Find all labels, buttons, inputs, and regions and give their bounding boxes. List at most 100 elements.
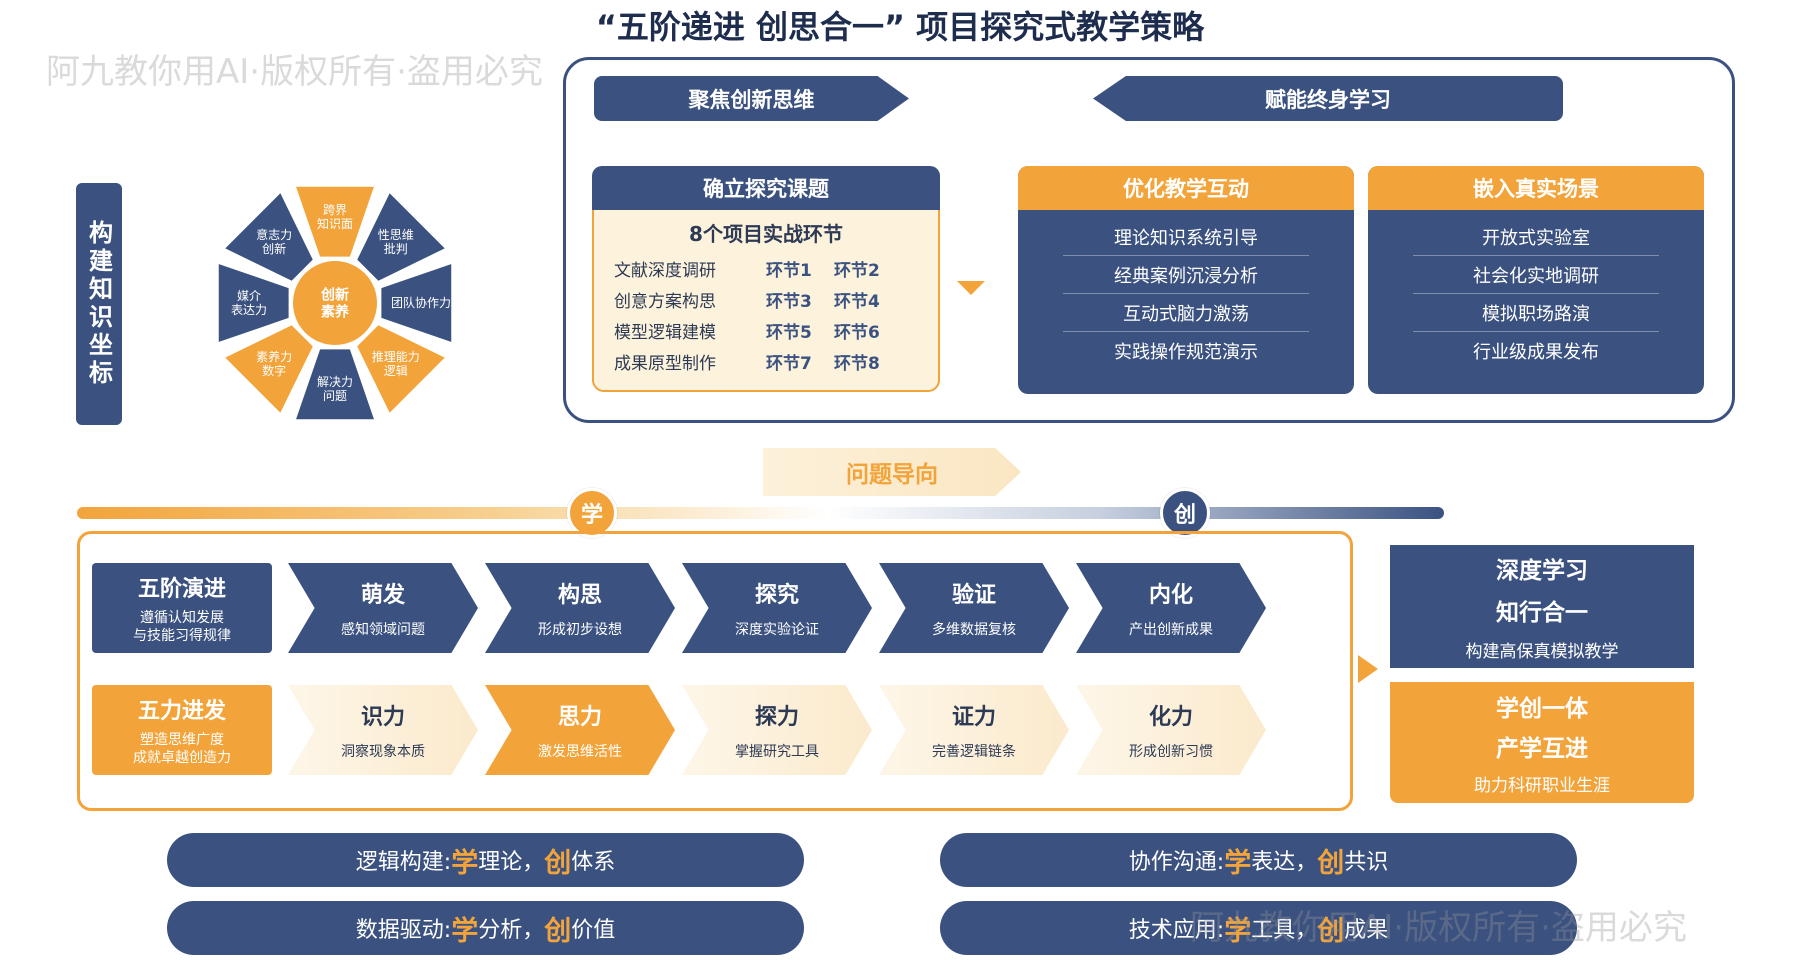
watermark-bottom: 阿九教你用AI·版权所有·盗用必究 [1190,908,1687,948]
topic-task: 模型逻辑建模 [614,323,716,343]
five-stage-label: 五阶演进 遵循认知发展 与技能习得规律 [92,563,272,653]
banner-lifelong-learning: 赋能终身学习 [1093,76,1563,121]
stage-title: 验证 [951,583,996,608]
topic-task: 成果原型制作 [614,354,716,374]
stage-verify: 验证 多维数据复核 [879,563,1069,653]
pill-create: 创 [1317,847,1345,879]
interaction-card-header: 优化教学互动 [1018,166,1354,210]
list-item: 互动式脑力激荡 [1063,294,1309,332]
topic-card-header: 确立探究课题 [592,166,940,210]
topic-row: 创意方案构思 环节3 环节4 [614,284,918,315]
scene-card-header: 嵌入真实场景 [1368,166,1704,210]
power-research: 探力 掌握研究工具 [682,685,872,775]
banner-focus-innovation: 聚焦创新思维 [594,76,909,121]
five-power-desc: 塑造思维广度 成就卓越创造力 [133,732,231,766]
topic-row: 成果原型制作 环节7 环节8 [614,346,918,377]
interaction-card: 优化教学互动 理论知识系统引导 经典案例沉浸分析 互动式脑力激荡 实践操作规范演… [1018,166,1354,394]
topic-row: 文献深度调研 环节1 环节2 [614,253,918,284]
power-thinking: 思力 激发思维活性 [485,685,675,775]
five-power-label: 五力进发 塑造思维广度 成就卓越创造力 [92,685,272,775]
wheel-petal-label: 解决力问题 [317,375,353,403]
outcome-deep-learning: 深度学习 知行合一 构建高保真模拟教学 [1390,545,1694,668]
pill-prefix: 数据驱动: [355,918,452,943]
stage-desc: 多维数据复核 [932,622,1016,638]
pill-create: 创 [544,915,572,947]
bottom-frame [77,531,1353,811]
scene-card: 嵌入真实场景 开放式实验室 社会化实地调研 模拟职场路演 行业级成果发布 [1368,166,1704,394]
wheel-petal-label: 跨界知识面 [317,203,353,231]
pill-logic: 逻辑构建: 学理论，创体系 [167,833,804,887]
stage-desc: 形成初步设想 [538,622,622,638]
topic-task: 创意方案构思 [614,292,716,312]
pill-learn: 学 [1224,847,1252,879]
pill-mid: 工具， [1251,918,1318,943]
pill-learn: 学 [451,915,479,947]
outcome-line1: 深度学习 [1496,558,1588,584]
list-item: 理论知识系统引导 [1063,218,1309,256]
outcome-line1: 学创一体 [1496,696,1588,722]
stage-conceive: 构思 形成初步设想 [485,563,675,653]
topic-task: 文献深度调研 [614,261,716,281]
side-label: 构建知识坐标 [76,183,122,425]
topic-card-subtitle: 8个项目实战环节 [689,222,843,246]
topic-step: 环节5 [766,323,812,343]
wheel-petal-label: 媒介表达力 [231,289,267,317]
pill-mid: 理论， [478,850,545,875]
topic-card-body: 8个项目实战环节 文献深度调研 环节1 环节2 创意方案构思 环节3 环节4 模… [592,210,940,392]
five-stage-desc: 遵循认知发展 与技能习得规律 [133,610,231,644]
outcome-desc: 助力科研职业生涯 [1474,776,1610,796]
pill-data: 数据驱动: 学分析，创价值 [167,901,804,955]
pill-technology: 技术应用: 学工具，创成果 [940,901,1577,955]
pill-prefix: 逻辑构建: [355,850,452,875]
topic-step: 环节4 [834,292,880,312]
pill-create: 创 [1317,915,1345,947]
interaction-list: 理论知识系统引导 经典案例沉浸分析 互动式脑力激荡 实践操作规范演示 [1018,210,1354,370]
stage-internalize: 内化 产出创新成果 [1076,563,1266,653]
power-title: 识力 [360,705,405,730]
pill-mid: 表达， [1251,850,1318,875]
wheel-petal-label: 意志力创新 [256,227,292,256]
topic-row: 模型逻辑建模 环节5 环节6 [614,315,918,346]
topic-step: 环节7 [766,354,812,374]
problem-oriented-arrow: 问题导向 [763,448,1021,496]
pill-learn: 学 [1224,915,1252,947]
competency-wheel: 跨界知识面性思维批判团队协作力推理能力逻辑解决力问题素养力数字媒介表达力意志力创… [216,184,454,422]
five-power-title: 五力进发 [137,699,226,724]
five-stage-title: 五阶演进 [137,577,226,602]
topic-step: 环节8 [834,354,880,374]
outcome-line2: 知行合一 [1496,600,1588,626]
arrow-down-icon [957,281,985,295]
outcome-line2: 产学互进 [1496,736,1588,762]
topic-card: 确立探究课题 8个项目实战环节 文献深度调研 环节1 环节2 创意方案构思 环节… [592,166,940,394]
pill-create: 创 [544,847,572,879]
power-desc: 洞察现象本质 [341,744,425,760]
pill-learn: 学 [451,847,479,879]
wheel-center [289,257,381,349]
power-desc: 形成创新习惯 [1129,744,1213,760]
stage-title: 内化 [1148,583,1193,608]
pill-mid: 分析， [478,918,545,943]
arrow-right-icon [1358,655,1378,683]
pill-prefix: 协作沟通: [1128,850,1225,875]
pill-collaboration: 协作沟通: 学表达，创共识 [940,833,1577,887]
topic-step: 环节3 [766,292,812,312]
power-title: 探力 [754,705,799,730]
stage-title: 萌发 [360,583,405,608]
wheel-petal-label: 素养力数字 [256,349,292,378]
power-desc: 掌握研究工具 [735,744,819,760]
stage-desc: 产出创新成果 [1129,622,1213,638]
wheel-center-label: 创新素养 [320,287,350,321]
power-proof: 证力 完善逻辑链条 [879,685,1069,775]
topic-step: 环节2 [834,261,880,281]
pill-prefix: 技术应用: [1128,918,1225,943]
top-frame [563,57,1735,423]
power-desc: 激发思维活性 [538,744,622,760]
watermark-top: 阿九教你用AI·版权所有·盗用必究 [46,52,543,92]
list-item: 开放式实验室 [1413,218,1659,256]
outcome-learn-create: 学创一体 产学互进 助力科研职业生涯 [1390,682,1694,803]
pill-suffix: 价值 [571,918,616,943]
list-item: 社会化实地调研 [1413,256,1659,294]
scene-list: 开放式实验室 社会化实地调研 模拟职场路演 行业级成果发布 [1368,210,1704,370]
power-insight: 识力 洞察现象本质 [288,685,478,775]
pill-suffix: 成果 [1344,918,1389,943]
